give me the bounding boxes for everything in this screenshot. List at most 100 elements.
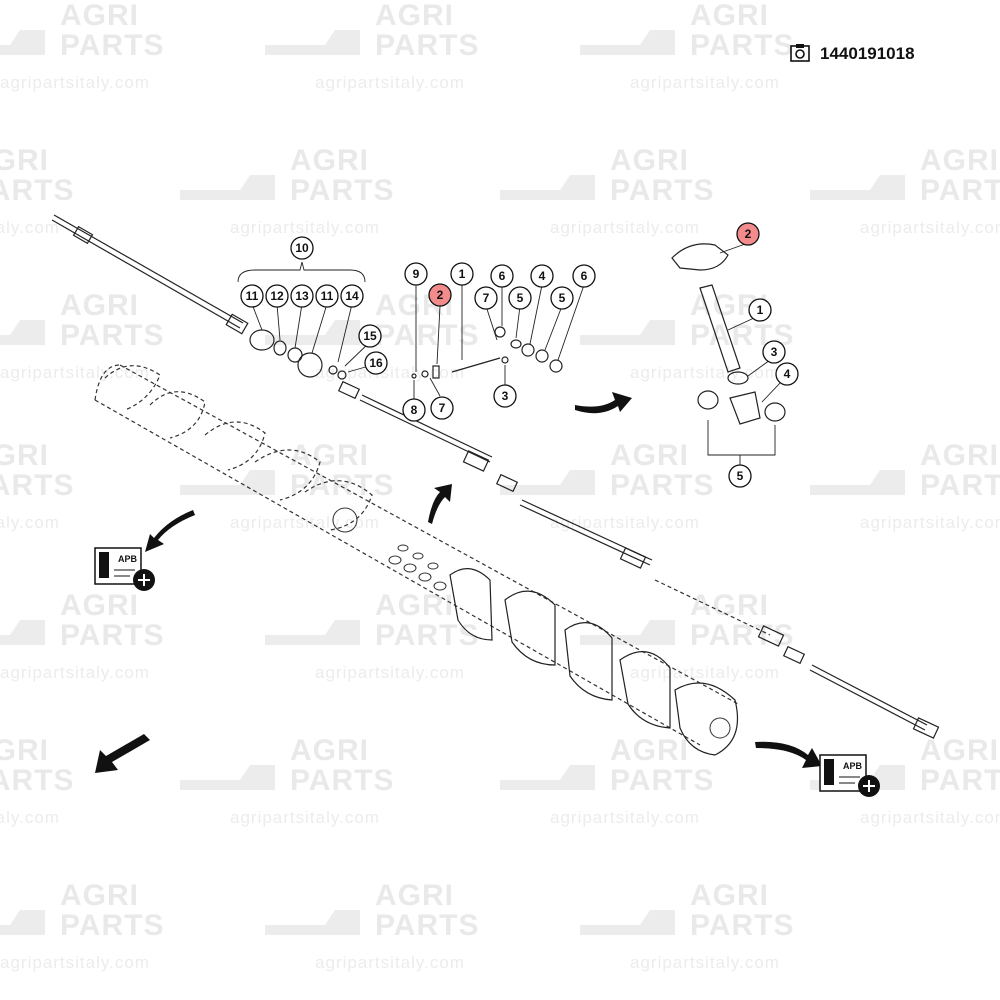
callout-2-highlighted: 2: [736, 222, 760, 246]
svg-text:AGRI: AGRI: [375, 879, 454, 912]
callout-4: 4: [775, 362, 799, 386]
callout-3: 3: [493, 384, 517, 408]
svg-text:agripartsitaly.com: agripartsitaly.com: [630, 663, 780, 682]
svg-text:11: 11: [321, 289, 334, 303]
svg-text:AGRI: AGRI: [290, 144, 369, 177]
svg-text:agripartsitaly.com: agripartsitaly.com: [315, 663, 465, 682]
svg-text:PARTS: PARTS: [0, 764, 74, 797]
svg-text:1: 1: [757, 303, 764, 317]
svg-text:8: 8: [411, 403, 418, 417]
svg-text:14: 14: [345, 289, 359, 303]
auger-drum: [94, 364, 741, 756]
svg-text:7: 7: [483, 291, 490, 305]
svg-text:5: 5: [559, 291, 566, 305]
svg-text:PARTS: PARTS: [920, 174, 1000, 207]
arrow-down-left-icon: [145, 510, 195, 552]
apb-card-left[interactable]: APB: [94, 547, 155, 591]
svg-text:AGRI: AGRI: [290, 734, 369, 767]
svg-text:APB: APB: [118, 554, 138, 564]
svg-text:AGRI: AGRI: [690, 879, 769, 912]
arrow-up-icon: [428, 484, 452, 524]
arrows: [95, 392, 822, 773]
svg-text:10: 10: [295, 241, 309, 255]
svg-text:PARTS: PARTS: [610, 764, 714, 797]
svg-text:6: 6: [581, 269, 588, 283]
arrow-right-icon: [575, 392, 632, 414]
svg-text:AGRI: AGRI: [610, 144, 689, 177]
svg-text:PARTS: PARTS: [690, 29, 794, 62]
svg-text:PARTS: PARTS: [290, 174, 394, 207]
callout-16: 16: [364, 351, 388, 375]
svg-text:agripartsitaly.com: agripartsitaly.com: [0, 73, 150, 92]
svg-text:3: 3: [502, 389, 509, 403]
svg-text:4: 4: [539, 269, 546, 283]
svg-text:5: 5: [737, 469, 744, 483]
svg-text:agripartsitaly.com: agripartsitaly.com: [230, 218, 380, 237]
svg-text:agripartsitaly.com: agripartsitaly.com: [550, 218, 700, 237]
svg-text:AGRI: AGRI: [60, 0, 139, 32]
callout-11: 11: [315, 284, 339, 308]
svg-text:AGRI: AGRI: [0, 439, 49, 472]
svg-text:6: 6: [499, 269, 506, 283]
svg-text:PARTS: PARTS: [920, 764, 1000, 797]
svg-text:AGRI: AGRI: [375, 589, 454, 622]
svg-text:agripartsitaly.com: agripartsitaly.com: [315, 73, 465, 92]
svg-text:agripartsitaly.com: agripartsitaly.com: [0, 363, 150, 382]
svg-text:agripartsitaly.com: agripartsitaly.com: [550, 513, 700, 532]
svg-text:PARTS: PARTS: [920, 469, 1000, 502]
callout-5: 5: [728, 464, 752, 488]
svg-text:5: 5: [517, 291, 524, 305]
svg-text:3: 3: [771, 345, 778, 359]
svg-text:agripartsitaly.com: agripartsitaly.com: [630, 363, 780, 382]
svg-text:agripartsitaly.com: agripartsitaly.com: [860, 513, 1000, 532]
callout-7: 7: [474, 286, 498, 310]
svg-text:AGRI: AGRI: [920, 144, 999, 177]
callout-12: 12: [265, 284, 289, 308]
arrow-big-down-left-icon: [95, 734, 150, 773]
callout-5: 5: [550, 286, 574, 310]
svg-text:AGRI: AGRI: [920, 734, 999, 767]
callout-11: 11: [240, 284, 264, 308]
svg-text:agripartsitaly.com: agripartsitaly.com: [315, 953, 465, 972]
svg-text:AGRI: AGRI: [690, 589, 769, 622]
callouts: 10 11 12 13 11 14 15 16 9 2 1 6 4 6 7 5 …: [240, 222, 799, 488]
svg-text:PARTS: PARTS: [290, 764, 394, 797]
detail-view: [671, 243, 786, 465]
callout-1: 1: [748, 298, 772, 322]
svg-text:9: 9: [413, 267, 420, 281]
svg-text:AGRI: AGRI: [0, 734, 49, 767]
callout-5: 5: [508, 286, 532, 310]
svg-text:PARTS: PARTS: [290, 469, 394, 502]
callout-14: 14: [340, 284, 364, 308]
apb-card-right[interactable]: APB: [819, 754, 880, 797]
callout-7: 7: [430, 396, 454, 420]
svg-text:PARTS: PARTS: [610, 174, 714, 207]
svg-text:PARTS: PARTS: [375, 29, 479, 62]
svg-text:agripartsitaly.com: agripartsitaly.com: [860, 218, 1000, 237]
svg-text:agripartsitaly.com: agripartsitaly.com: [630, 73, 780, 92]
bearing-parts-group: [249, 329, 347, 380]
svg-text:PARTS: PARTS: [690, 619, 794, 652]
svg-text:agripartsitaly.com: agripartsitaly.com: [0, 953, 150, 972]
callout-9: 9: [404, 262, 428, 286]
svg-text:PARTS: PARTS: [610, 469, 714, 502]
watermark-layer: AGRIPARTSagripartsitaly.comAGRIPARTSagri…: [0, 0, 1000, 972]
svg-text:PARTS: PARTS: [375, 909, 479, 942]
svg-text:11: 11: [246, 289, 259, 303]
svg-text:agripartsitaly.com: agripartsitaly.com: [0, 218, 60, 237]
